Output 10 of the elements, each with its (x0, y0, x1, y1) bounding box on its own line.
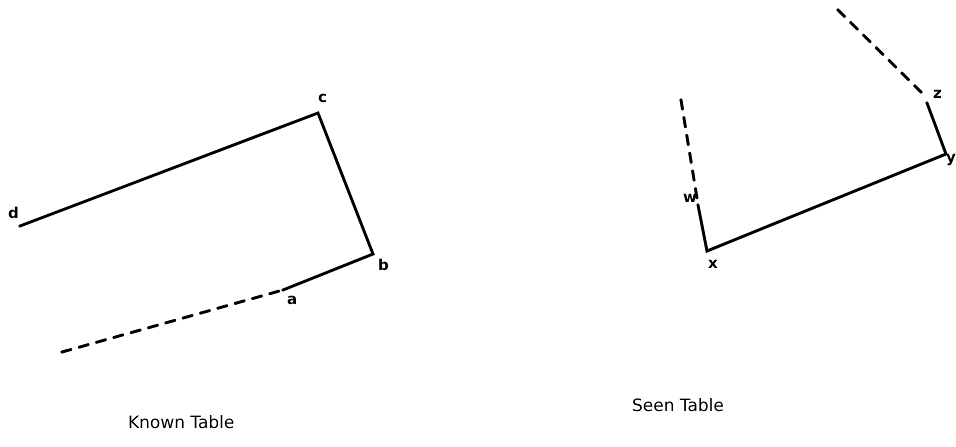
corner-label: w (683, 190, 697, 205)
table-caption: Seen Table (632, 398, 724, 415)
corner-label: a (287, 292, 298, 307)
corner-label: d (8, 206, 19, 221)
corner-label: b (378, 258, 389, 273)
corner-label: c (318, 90, 327, 105)
corner-label: z (933, 86, 942, 101)
table-caption: Known Table (128, 415, 234, 432)
corner-label: x (708, 256, 718, 271)
corner-label: y (946, 150, 956, 165)
